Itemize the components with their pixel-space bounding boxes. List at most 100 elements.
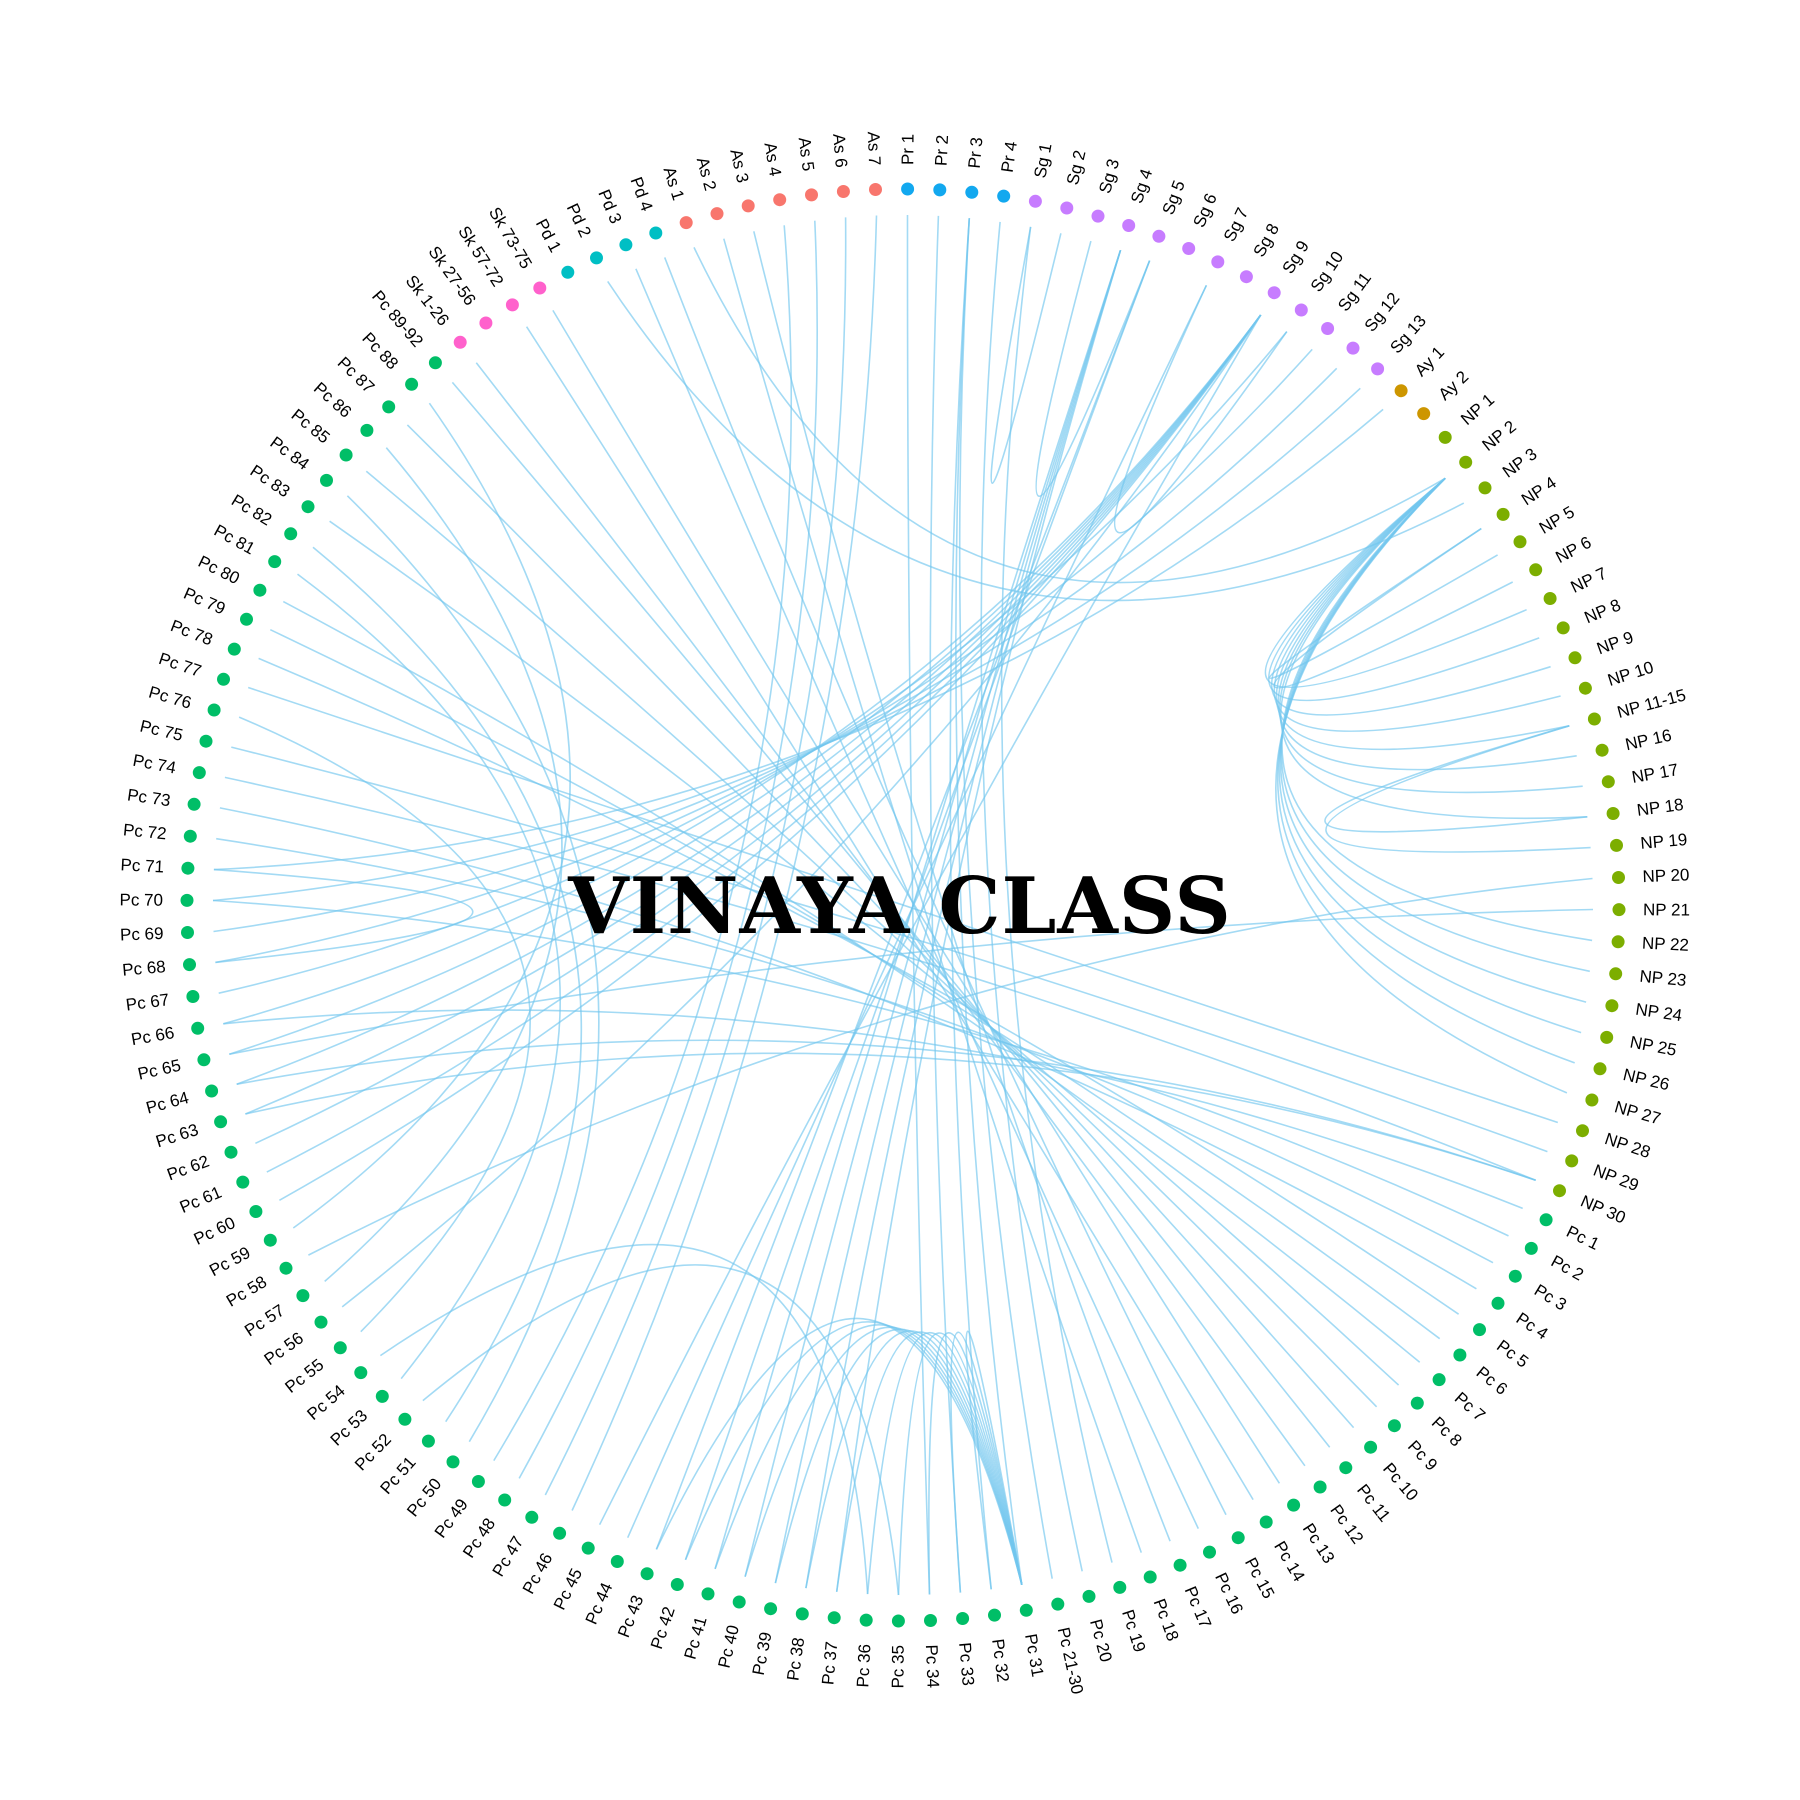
node-label-pc-60: Pc 60 [191, 1213, 238, 1249]
node-label-pc-83: Pc 83 [247, 461, 294, 501]
link-6 [990, 226, 1062, 484]
node-dot-pc-69 [181, 926, 194, 939]
node-label-pc-48: Pc 48 [459, 1515, 499, 1562]
node-label-as-4: As 4 [760, 141, 785, 178]
node-dot-pd-4 [649, 226, 663, 240]
node-dot-pc-83 [301, 500, 315, 514]
node-label-np-21: NP 21 [1643, 900, 1690, 919]
link-44 [329, 520, 1400, 1386]
node-label-np-6: NP 6 [1552, 533, 1594, 567]
link-25 [229, 314, 1262, 1055]
node-dot-pc-21-30 [1051, 1597, 1065, 1611]
node-label-pc-36: Pc 36 [853, 1644, 874, 1688]
node-label-pc-62: Pc 62 [164, 1152, 211, 1185]
node-label-pc-7: Pc 7 [1451, 1388, 1489, 1425]
node-label-pc-8: Pc 8 [1428, 1413, 1466, 1450]
node-dot-pc-3 [1508, 1269, 1522, 1283]
node-label-pc-78: Pc 78 [168, 616, 215, 649]
node-label-pc-38: Pc 38 [783, 1636, 808, 1682]
node-label-pr-3: Pr 3 [965, 136, 987, 169]
node-dot-pc-77 [217, 672, 230, 686]
link-0 [955, 218, 1023, 1585]
node-dot-as-2 [710, 207, 724, 221]
node-label-pc-73: Pc 73 [126, 785, 172, 810]
node-label-sg-4: Sg 4 [1127, 167, 1156, 206]
node-label-pr-1: Pr 1 [898, 134, 917, 165]
node-dot-pc-9 [1387, 1419, 1401, 1433]
link-17 [626, 284, 1208, 1539]
node-label-pc-68: Pc 68 [121, 957, 166, 980]
link-24 [236, 314, 1262, 1085]
node-dot-pc-73 [187, 797, 201, 811]
node-label-pc-43: Pc 43 [614, 1593, 647, 1640]
link-76 [1325, 725, 1591, 853]
node-dot-as-6 [836, 185, 850, 198]
node-label-sg-13: Sg 13 [1386, 311, 1430, 357]
node-dot-np-11-15 [1587, 712, 1601, 726]
node-label-pc-46: Pc 46 [519, 1550, 557, 1597]
link-59 [422, 1264, 900, 1596]
node-label-pc-45: Pc 45 [550, 1565, 586, 1612]
link-85 [965, 1330, 1023, 1590]
node-label-np-19: NP 19 [1640, 830, 1688, 853]
node-dot-pc-11 [1339, 1461, 1353, 1475]
node-dot-pc-53 [375, 1389, 389, 1403]
link-21 [266, 314, 1262, 1173]
node-label-pc-84: Pc 84 [267, 433, 313, 474]
node-dot-pc-66 [191, 1021, 205, 1035]
node-label-pc-82: Pc 82 [228, 491, 275, 530]
node-dot-pc-68 [183, 958, 196, 972]
node-label-np-18: NP 18 [1636, 795, 1685, 820]
node-label-pc-3: Pc 3 [1531, 1281, 1570, 1315]
node-label-pc-88: Pc 88 [358, 329, 402, 374]
node-label-pc-79: Pc 79 [181, 584, 228, 619]
link-90 [245, 1052, 1536, 1182]
link-98 [297, 573, 561, 1380]
link-22 [255, 314, 1262, 1145]
node-label-pc-14: Pc 14 [1270, 1538, 1308, 1585]
node-label-pd-2: Pd 2 [563, 201, 595, 241]
node-label-pc-71: Pc 71 [120, 855, 164, 876]
node-dot-pc-20 [1082, 1589, 1096, 1603]
link-79 [805, 1330, 1023, 1589]
node-dot-pc-78 [227, 642, 241, 656]
node-dot-as-7 [869, 183, 882, 196]
link-53 [213, 868, 474, 964]
node-dot-pd-2 [590, 251, 603, 265]
node-label-pr-4: Pr 4 [998, 140, 1021, 174]
link-92 [571, 215, 878, 1511]
node-dot-pc-62 [224, 1145, 238, 1159]
link-60 [1264, 477, 1527, 689]
link-43 [365, 470, 1378, 1408]
link-91 [236, 1039, 1536, 1182]
node-dot-pc-17 [1173, 1558, 1187, 1572]
link-42 [406, 424, 1355, 1429]
node-label-as-3: As 3 [726, 147, 752, 184]
node-dot-pc-40 [732, 1595, 746, 1609]
node-label-sg-2: Sg 2 [1063, 148, 1090, 186]
node-dot-pc-43 [640, 1567, 654, 1581]
node-dot-pc-44 [610, 1555, 624, 1568]
node-dot-pc-79 [240, 612, 253, 626]
node-dot-pc-14 [1259, 1515, 1273, 1529]
node-label-pc-35: Pc 35 [888, 1645, 907, 1689]
link-66 [1278, 477, 1583, 794]
node-label-pc-13: Pc 13 [1299, 1520, 1339, 1567]
link-75 [1273, 527, 1514, 689]
node-dot-pc-80 [253, 583, 267, 597]
node-dot-pc-36 [859, 1613, 873, 1627]
node-dot-sg-5 [1152, 229, 1166, 243]
link-50 [224, 776, 1536, 1182]
link-93 [544, 217, 847, 1496]
node-dot-sk-57-72 [505, 298, 519, 312]
node-dot-np-23 [1609, 967, 1623, 981]
node-dot-pc-38 [795, 1607, 809, 1621]
node-dot-pc-34 [924, 1614, 937, 1627]
node-label-pc-2: Pc 2 [1548, 1252, 1587, 1285]
node-dot-pr-2 [933, 183, 947, 197]
node-dot-np-4 [1496, 507, 1510, 521]
diagram-title: VINAYA CLASS [568, 861, 1232, 952]
node-dot-pc-61 [236, 1175, 250, 1189]
node-dot-np-2 [1459, 455, 1473, 469]
node-dot-pc-76 [207, 703, 221, 717]
